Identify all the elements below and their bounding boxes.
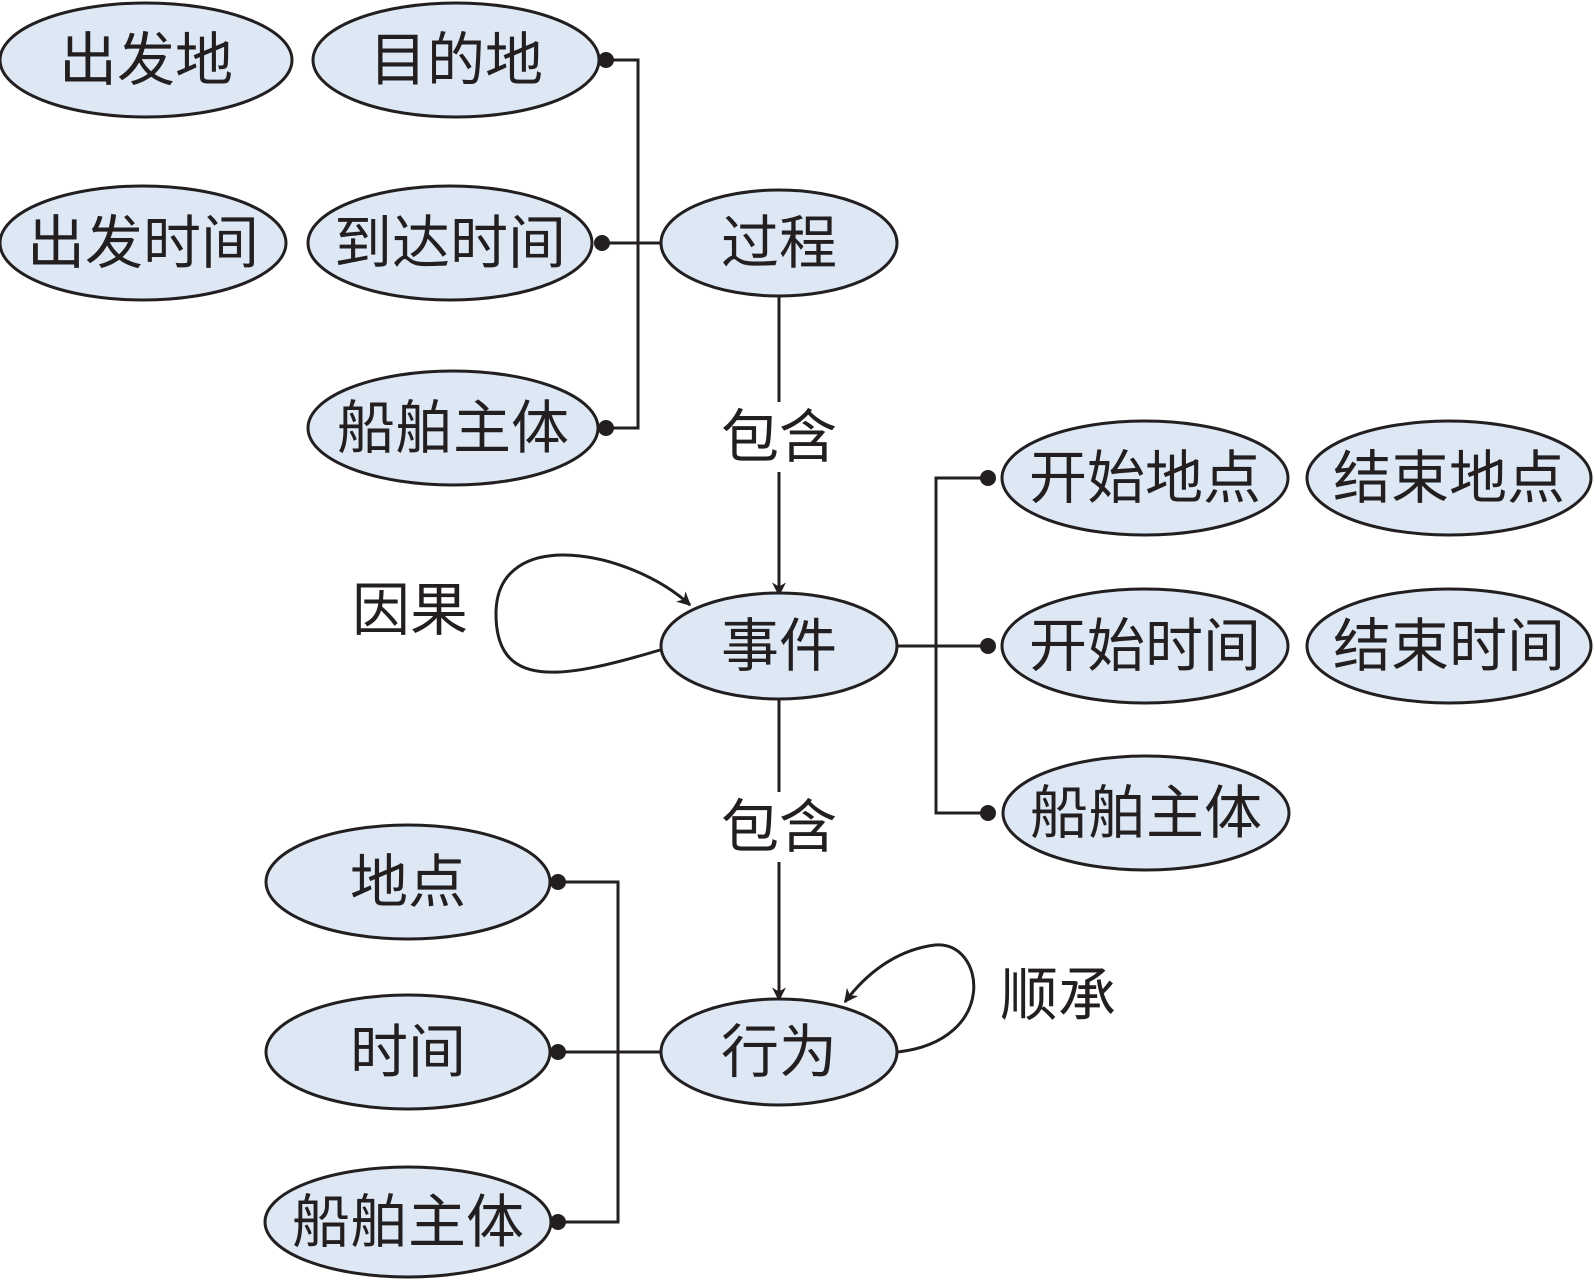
- svg-text:地点: 地点: [350, 848, 466, 916]
- node-start-time: 开始时间: [1000, 587, 1290, 705]
- contains-label-2: 包含: [721, 793, 837, 861]
- node-end-place: 结束地点: [1305, 419, 1593, 537]
- contains-label-1: 包含: [721, 403, 837, 471]
- svg-text:船舶主体: 船舶主体: [337, 394, 569, 462]
- action-connectors: [550, 874, 662, 1230]
- svg-text:出发地: 出发地: [59, 26, 233, 94]
- sequential-label: 顺承: [1000, 961, 1116, 1029]
- svg-text:开始地点: 开始地点: [1029, 444, 1261, 512]
- svg-text:到达时间: 到达时间: [334, 209, 566, 277]
- svg-text:出发时间: 出发时间: [27, 209, 259, 277]
- svg-text:结束地点: 结束地点: [1333, 444, 1565, 512]
- svg-text:船舶主体: 船舶主体: [292, 1188, 524, 1256]
- node-departure-time: 出发时间: [0, 184, 288, 302]
- node-start-place: 开始地点: [1000, 419, 1290, 537]
- process-connectors: [594, 52, 662, 436]
- svg-text:事件: 事件: [721, 612, 837, 680]
- svg-text:开始时间: 开始时间: [1029, 612, 1261, 680]
- node-action: 行为: [659, 997, 899, 1107]
- node-destination: 目的地: [311, 1, 601, 119]
- node-event: 事件: [659, 591, 899, 701]
- node-arrival-time: 到达时间: [306, 184, 594, 302]
- node-place: 地点: [264, 823, 552, 941]
- causal-label: 因果: [352, 576, 468, 644]
- node-process: 过程: [659, 188, 899, 298]
- node-time: 时间: [264, 993, 552, 1111]
- event-connectors: [898, 470, 996, 821]
- node-process-ship-subject: 船舶主体: [306, 369, 600, 487]
- svg-text:过程: 过程: [721, 209, 837, 277]
- causal-loop-arrow: [494, 553, 692, 674]
- svg-text:目的地: 目的地: [369, 26, 543, 94]
- node-end-time: 结束时间: [1305, 587, 1593, 705]
- svg-text:船舶主体: 船舶主体: [1030, 779, 1262, 847]
- node-departure-place: 出发地: [0, 1, 294, 119]
- svg-text:行为: 行为: [721, 1018, 837, 1086]
- node-action-ship-subject: 船舶主体: [263, 1165, 553, 1279]
- sequential-loop-arrow: [843, 943, 976, 1054]
- svg-text:结束时间: 结束时间: [1333, 612, 1565, 680]
- svg-text:时间: 时间: [350, 1018, 466, 1086]
- node-event-ship-subject: 船舶主体: [1001, 754, 1291, 872]
